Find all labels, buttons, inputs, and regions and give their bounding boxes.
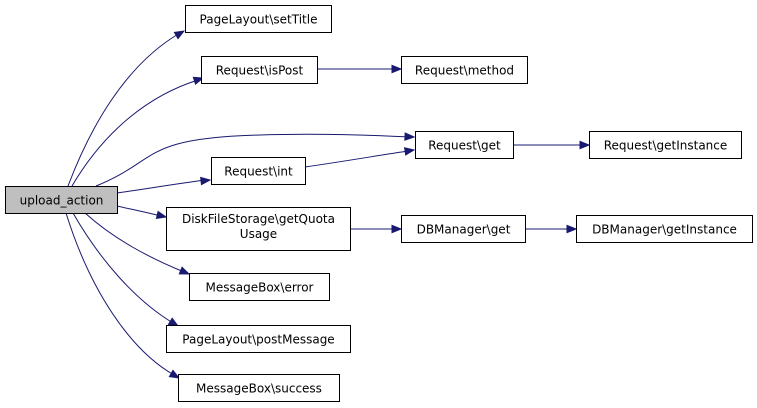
node-label: PageLayout\setTitle [200, 13, 318, 27]
node-label: Request\getInstance [604, 139, 728, 153]
node-request-getinstance[interactable]: Request\getInstance [589, 131, 742, 159]
node-messagebox-error[interactable]: MessageBox\error [189, 273, 330, 301]
arrowhead [167, 317, 180, 327]
edge-upload_action-to-pagelayout_settitle [67, 30, 186, 187]
node-label: PageLayout\postMessage [182, 333, 334, 347]
arrowhead [173, 30, 186, 40]
node-label: MessageBox\error [206, 281, 314, 295]
node-label: Request\isPost [216, 64, 304, 78]
node-box [185, 5, 332, 33]
node-request-ispost[interactable]: Request\isPost [201, 56, 318, 84]
node-messagebox-success[interactable]: MessageBox\success [178, 374, 340, 402]
arrowhead [178, 266, 191, 275]
node-label: DBManager\getInstance [592, 223, 737, 237]
node-box [401, 215, 526, 243]
arrowhead [403, 147, 416, 156]
node-label-line: Usage [240, 227, 277, 241]
node-box [5, 186, 118, 214]
edges-layer [65, 30, 591, 379]
node-upload-action[interactable]: upload_action [5, 186, 118, 214]
edge-dbmanager_get-to-dbmanager_getinstance [525, 224, 578, 234]
node-label: upload_action [20, 194, 104, 208]
edge-request_ispost-to-request_method [317, 64, 403, 74]
node-label: DBManager\get [417, 223, 511, 237]
node-box [415, 131, 514, 159]
arrowhead [192, 76, 205, 86]
edge-request_int-to-request_get [304, 147, 416, 168]
arrowhead [200, 176, 212, 186]
node-box [401, 56, 528, 84]
edge-upload_action-to-request_ispost [71, 76, 205, 187]
node-pagelayout-postmessage[interactable]: PageLayout\postMessage [166, 325, 351, 353]
edge-diskfilestorage_getquotausage-to-dbmanager_get [350, 224, 403, 234]
edge-upload_action-to-request_get [95, 132, 416, 187]
arrowhead [168, 369, 181, 379]
node-label: Request\method [415, 64, 514, 78]
node-box [166, 207, 351, 251]
node-box [166, 325, 351, 353]
node-box [201, 56, 318, 84]
edge-request_get-to-request_getinstance [513, 140, 591, 150]
arrowhead [391, 224, 403, 234]
node-box [211, 157, 306, 185]
node-request-get[interactable]: Request\get [415, 131, 514, 159]
node-box [576, 215, 753, 243]
node-dbmanager-get[interactable]: DBManager\get [401, 215, 526, 243]
node-label-line: DiskFileStorage\getQuota [182, 212, 335, 226]
edge-upload_action-to-pagelayout_postmessage [72, 212, 180, 327]
node-label: Request\int [224, 165, 293, 179]
arrowhead [579, 140, 591, 150]
node-box [189, 273, 330, 301]
node-request-method[interactable]: Request\method [401, 56, 528, 84]
arrowhead [391, 64, 403, 74]
arrowhead [404, 132, 416, 141]
edge-upload_action-to-messagebox_error [84, 212, 191, 275]
edge-upload_action-to-messagebox_success [65, 212, 181, 379]
nodes-layer: upload_action PageLayout\setTitleRequest\… [5, 5, 753, 402]
node-label: Request\get [428, 139, 501, 153]
node-request-int[interactable]: Request\int [211, 157, 306, 185]
node-dbmanager-getinstance[interactable]: DBManager\getInstance [576, 215, 753, 243]
edge-upload_action-to-diskfilestorage_getquotausage [116, 205, 168, 220]
node-box [178, 374, 340, 402]
arrowhead [566, 224, 578, 234]
edge-upload_action-to-request_int [116, 176, 212, 194]
node-box [589, 131, 742, 159]
node-label: MessageBox\success [196, 382, 322, 396]
node-pagelayout-settitle[interactable]: PageLayout\setTitle [185, 5, 332, 33]
arrowhead [155, 210, 168, 220]
